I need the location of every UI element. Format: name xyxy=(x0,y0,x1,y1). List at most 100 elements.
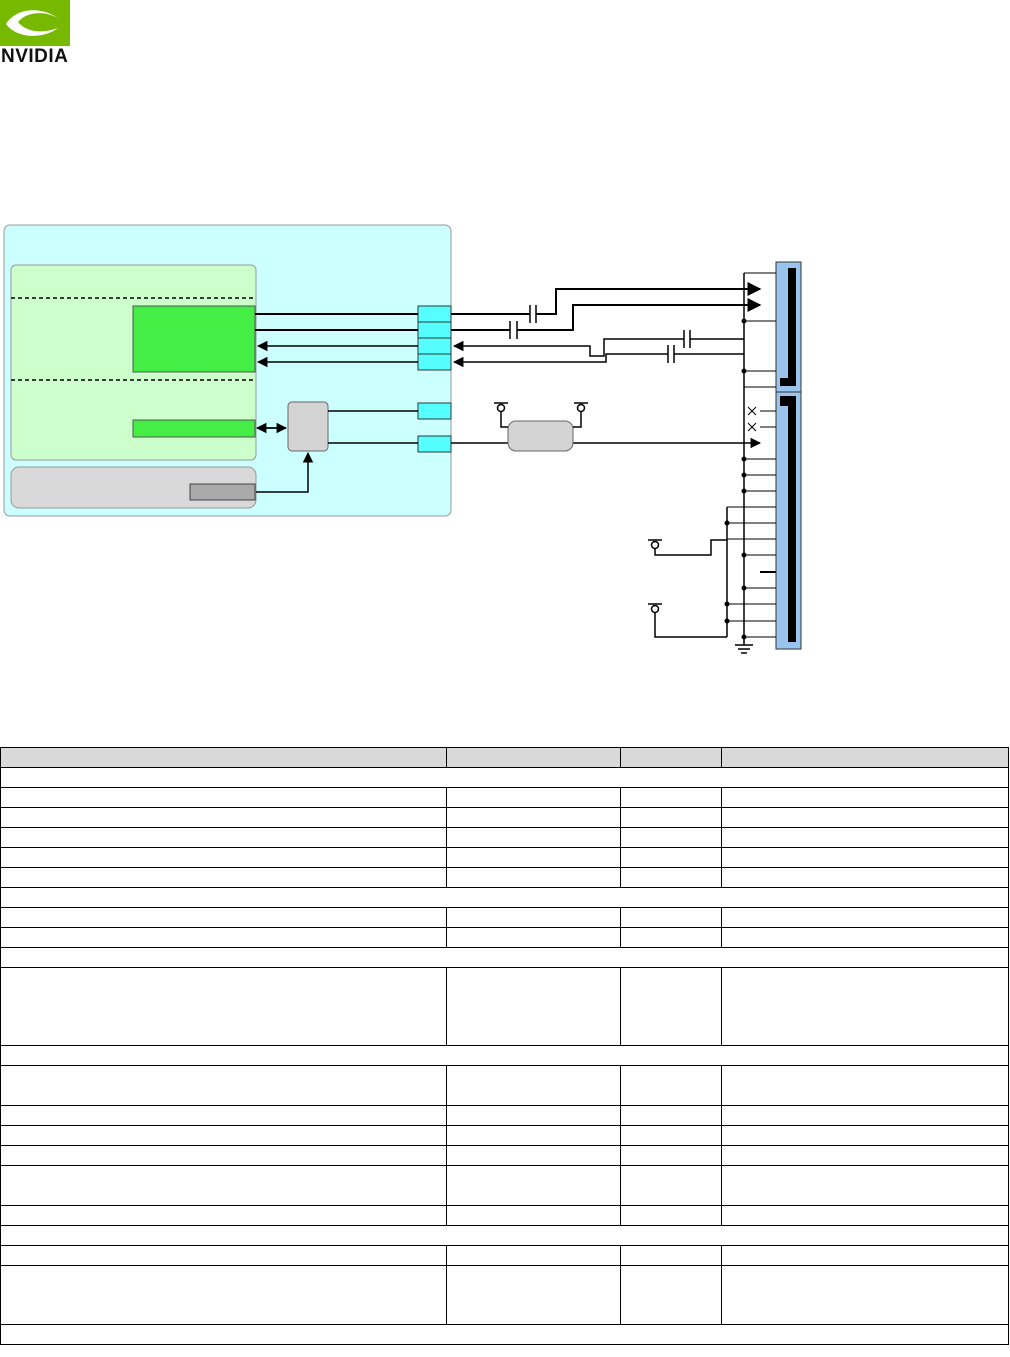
table-section-row xyxy=(0,1324,1009,1345)
table-cell xyxy=(620,1265,722,1325)
table-cell xyxy=(620,807,722,828)
table-cell xyxy=(721,1265,1009,1325)
table-row xyxy=(0,927,1009,948)
io-block xyxy=(132,419,256,438)
table-cell xyxy=(0,1105,447,1126)
table-row xyxy=(0,1065,1009,1106)
section-cell xyxy=(0,887,1009,908)
table-row xyxy=(0,807,1009,828)
table-cell xyxy=(0,787,447,808)
table-cell xyxy=(446,787,621,808)
table-row xyxy=(0,827,1009,848)
table-cell xyxy=(620,1205,722,1226)
pin-2 xyxy=(417,321,452,339)
table-cell xyxy=(0,1165,447,1206)
table-cell xyxy=(446,927,621,948)
table-cell xyxy=(721,1145,1009,1166)
table-cell xyxy=(721,787,1009,808)
gpio-block xyxy=(189,483,256,501)
column-header xyxy=(446,747,621,768)
table-cell xyxy=(721,1105,1009,1126)
table-cell xyxy=(0,847,447,868)
table-row xyxy=(0,1245,1009,1266)
table-cell xyxy=(721,967,1009,1046)
table-cell xyxy=(446,807,621,828)
table-cell xyxy=(721,1245,1009,1266)
column-header xyxy=(0,747,447,768)
table-cell xyxy=(721,1205,1009,1226)
table-cell xyxy=(0,1265,447,1325)
table-row xyxy=(0,1265,1009,1325)
table-cell xyxy=(721,867,1009,888)
table-cell xyxy=(0,1205,447,1226)
table-cell xyxy=(620,1245,722,1266)
table-cell xyxy=(620,787,722,808)
table-cell xyxy=(620,1165,722,1206)
table-cell xyxy=(0,907,447,928)
table-cell xyxy=(0,1245,447,1266)
section-cell xyxy=(0,1225,1009,1246)
table-cell xyxy=(0,1145,447,1166)
table-row xyxy=(0,907,1009,928)
pin-3 xyxy=(417,337,452,355)
table-section-row xyxy=(0,947,1009,968)
table-row xyxy=(0,1125,1009,1146)
table-section-row xyxy=(0,887,1009,908)
table-row xyxy=(0,1105,1009,1126)
table-cell xyxy=(446,827,621,848)
signal-table xyxy=(0,747,1009,1345)
table-row xyxy=(0,1205,1009,1226)
table-cell xyxy=(721,1125,1009,1146)
table-cell xyxy=(620,867,722,888)
table-cell xyxy=(620,907,722,928)
section-cell xyxy=(0,1324,1009,1345)
table-cell xyxy=(446,1265,621,1325)
table-cell xyxy=(446,1105,621,1126)
table-row xyxy=(0,847,1009,868)
table-section-row xyxy=(0,767,1009,788)
table-section-row xyxy=(0,1045,1009,1066)
table-row xyxy=(0,967,1009,1046)
table-cell xyxy=(446,847,621,868)
table-cell xyxy=(0,967,447,1046)
filter-block xyxy=(507,420,574,452)
table-cell xyxy=(446,1165,621,1206)
table-cell xyxy=(446,1205,621,1226)
table-row xyxy=(0,787,1009,808)
column-header xyxy=(620,747,722,768)
table-row xyxy=(0,1165,1009,1206)
table-cell xyxy=(446,1125,621,1146)
table-cell xyxy=(0,827,447,848)
table-cell xyxy=(620,1065,722,1106)
table-cell xyxy=(0,927,447,948)
table-cell xyxy=(620,1125,722,1146)
table-cell xyxy=(620,847,722,868)
table-cell xyxy=(721,847,1009,868)
table-cell xyxy=(620,927,722,948)
controller-block xyxy=(132,305,256,373)
table-cell xyxy=(721,1165,1009,1206)
connection-diagram xyxy=(3,224,802,654)
table-cell xyxy=(620,1145,722,1166)
table-cell xyxy=(620,827,722,848)
pin-5 xyxy=(417,402,452,420)
table-cell xyxy=(0,1125,447,1146)
pin-1 xyxy=(417,305,452,323)
section-cell xyxy=(0,1045,1009,1066)
table-cell xyxy=(446,907,621,928)
table-cell xyxy=(0,807,447,828)
table-cell xyxy=(721,827,1009,848)
table-cell xyxy=(620,1105,722,1126)
table-body xyxy=(0,767,1009,1345)
brand-name: NVIDIA xyxy=(1,46,69,67)
table-cell xyxy=(721,1065,1009,1106)
table-cell xyxy=(446,1245,621,1266)
table-cell xyxy=(446,1145,621,1166)
table-row xyxy=(0,867,1009,888)
table-cell xyxy=(721,907,1009,928)
table-cell xyxy=(721,927,1009,948)
pin-4 xyxy=(417,353,452,371)
table-cell xyxy=(721,807,1009,828)
nvidia-logo: NVIDIA xyxy=(0,0,92,72)
switch-block xyxy=(287,401,329,452)
